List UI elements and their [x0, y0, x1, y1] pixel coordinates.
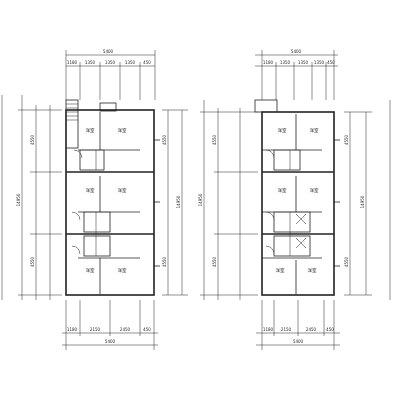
- right-top-total: 5400: [291, 49, 302, 54]
- right-total-height: 14950: [198, 193, 203, 206]
- left-bottom-seg-2: 2150: [90, 327, 101, 332]
- right-room-label-6: 洋室: [308, 267, 317, 274]
- right-shaft-x-2: [295, 237, 307, 249]
- right-room-label-3: 洋室: [278, 187, 287, 194]
- left-room-label-4: 洋室: [118, 187, 127, 194]
- right-right-lower: 4550: [344, 256, 349, 267]
- left-bottom-seg-1: 1180: [67, 327, 78, 332]
- left-top-seg-2: 1350: [85, 60, 96, 65]
- right-wet-area-2: [273, 211, 311, 233]
- left-door-arc-2: [71, 211, 81, 221]
- left-wet-area-2: [83, 211, 111, 233]
- left-lower-height: 4550: [30, 256, 35, 267]
- right-building-outline: [261, 111, 335, 296]
- left-door-arc-1: [73, 149, 83, 159]
- left-total-height: 14950: [16, 193, 21, 206]
- right-lower-height: 4550: [212, 256, 217, 267]
- left-stair-tower: [65, 99, 79, 149]
- right-top-seg-4: 1350: [314, 60, 325, 65]
- right-room-label-5: 洋室: [276, 267, 285, 274]
- right-top-seg-3: 1350: [298, 60, 309, 65]
- left-top-seg-5: 450: [143, 60, 151, 65]
- left-room-label-1: 洋室: [86, 127, 95, 134]
- right-top-seg-5: 450: [327, 60, 335, 65]
- right-bottom-seg-4: 450: [326, 327, 334, 332]
- left-bottom-seg-3: 2450: [120, 327, 131, 332]
- right-room-label-1: 洋室: [278, 127, 287, 134]
- right-top-seg-2: 1350: [280, 60, 291, 65]
- right-room-label-2: 洋室: [310, 127, 319, 134]
- left-top-seg-3: 1350: [105, 60, 116, 65]
- left-top-seg-4: 1350: [125, 60, 136, 65]
- left-door-arc-3: [71, 245, 81, 255]
- right-shaft-x-1: [295, 213, 307, 225]
- left-room-label-5: 洋室: [86, 267, 95, 274]
- right-room-label-4: 洋室: [310, 187, 319, 194]
- left-top-box: [99, 102, 117, 112]
- right-wet-area-1: [273, 149, 301, 171]
- left-wet-area-1: [79, 149, 105, 171]
- right-floor-plan: 5400 1180 1350 1350 1350 450: [198, 49, 372, 350]
- left-room-label-3: 洋室: [86, 187, 95, 194]
- right-right-upper: 4550: [344, 134, 349, 145]
- left-upper-height: 4550: [30, 134, 35, 145]
- left-room-label-2: 洋室: [118, 127, 127, 134]
- right-bottom-seg-2: 2150: [281, 327, 292, 332]
- left-building-outline: [65, 109, 155, 296]
- left-right-mid: 14950: [176, 195, 181, 208]
- left-right-upper: 4550: [162, 134, 167, 145]
- left-bottom-total: 5400: [105, 339, 116, 344]
- right-door-arc-2: [265, 211, 275, 221]
- right-upper-height: 4550: [212, 134, 217, 145]
- left-room-label-6: 洋室: [118, 267, 127, 274]
- right-bottom-seg-3: 2450: [306, 327, 317, 332]
- right-right-mid: 14950: [360, 195, 365, 208]
- right-bottom-seg-1: 1180: [263, 327, 274, 332]
- left-right-lower: 4550: [162, 256, 167, 267]
- right-wet-area-3: [273, 235, 311, 257]
- left-top-seg-1: 1180: [67, 60, 78, 65]
- right-top-box: [254, 99, 278, 113]
- right-door-arc-3: [265, 245, 275, 255]
- right-top-seg-1: 1180: [263, 60, 274, 65]
- left-bottom-seg-4: 450: [143, 327, 151, 332]
- right-door-arc-1: [265, 149, 275, 159]
- right-bottom-total: 5400: [293, 339, 304, 344]
- left-top-total: 5400: [103, 49, 114, 54]
- left-wet-area-3: [83, 235, 111, 257]
- left-floor-plan: 5400 1180 1350 1350 1350 450: [16, 49, 188, 350]
